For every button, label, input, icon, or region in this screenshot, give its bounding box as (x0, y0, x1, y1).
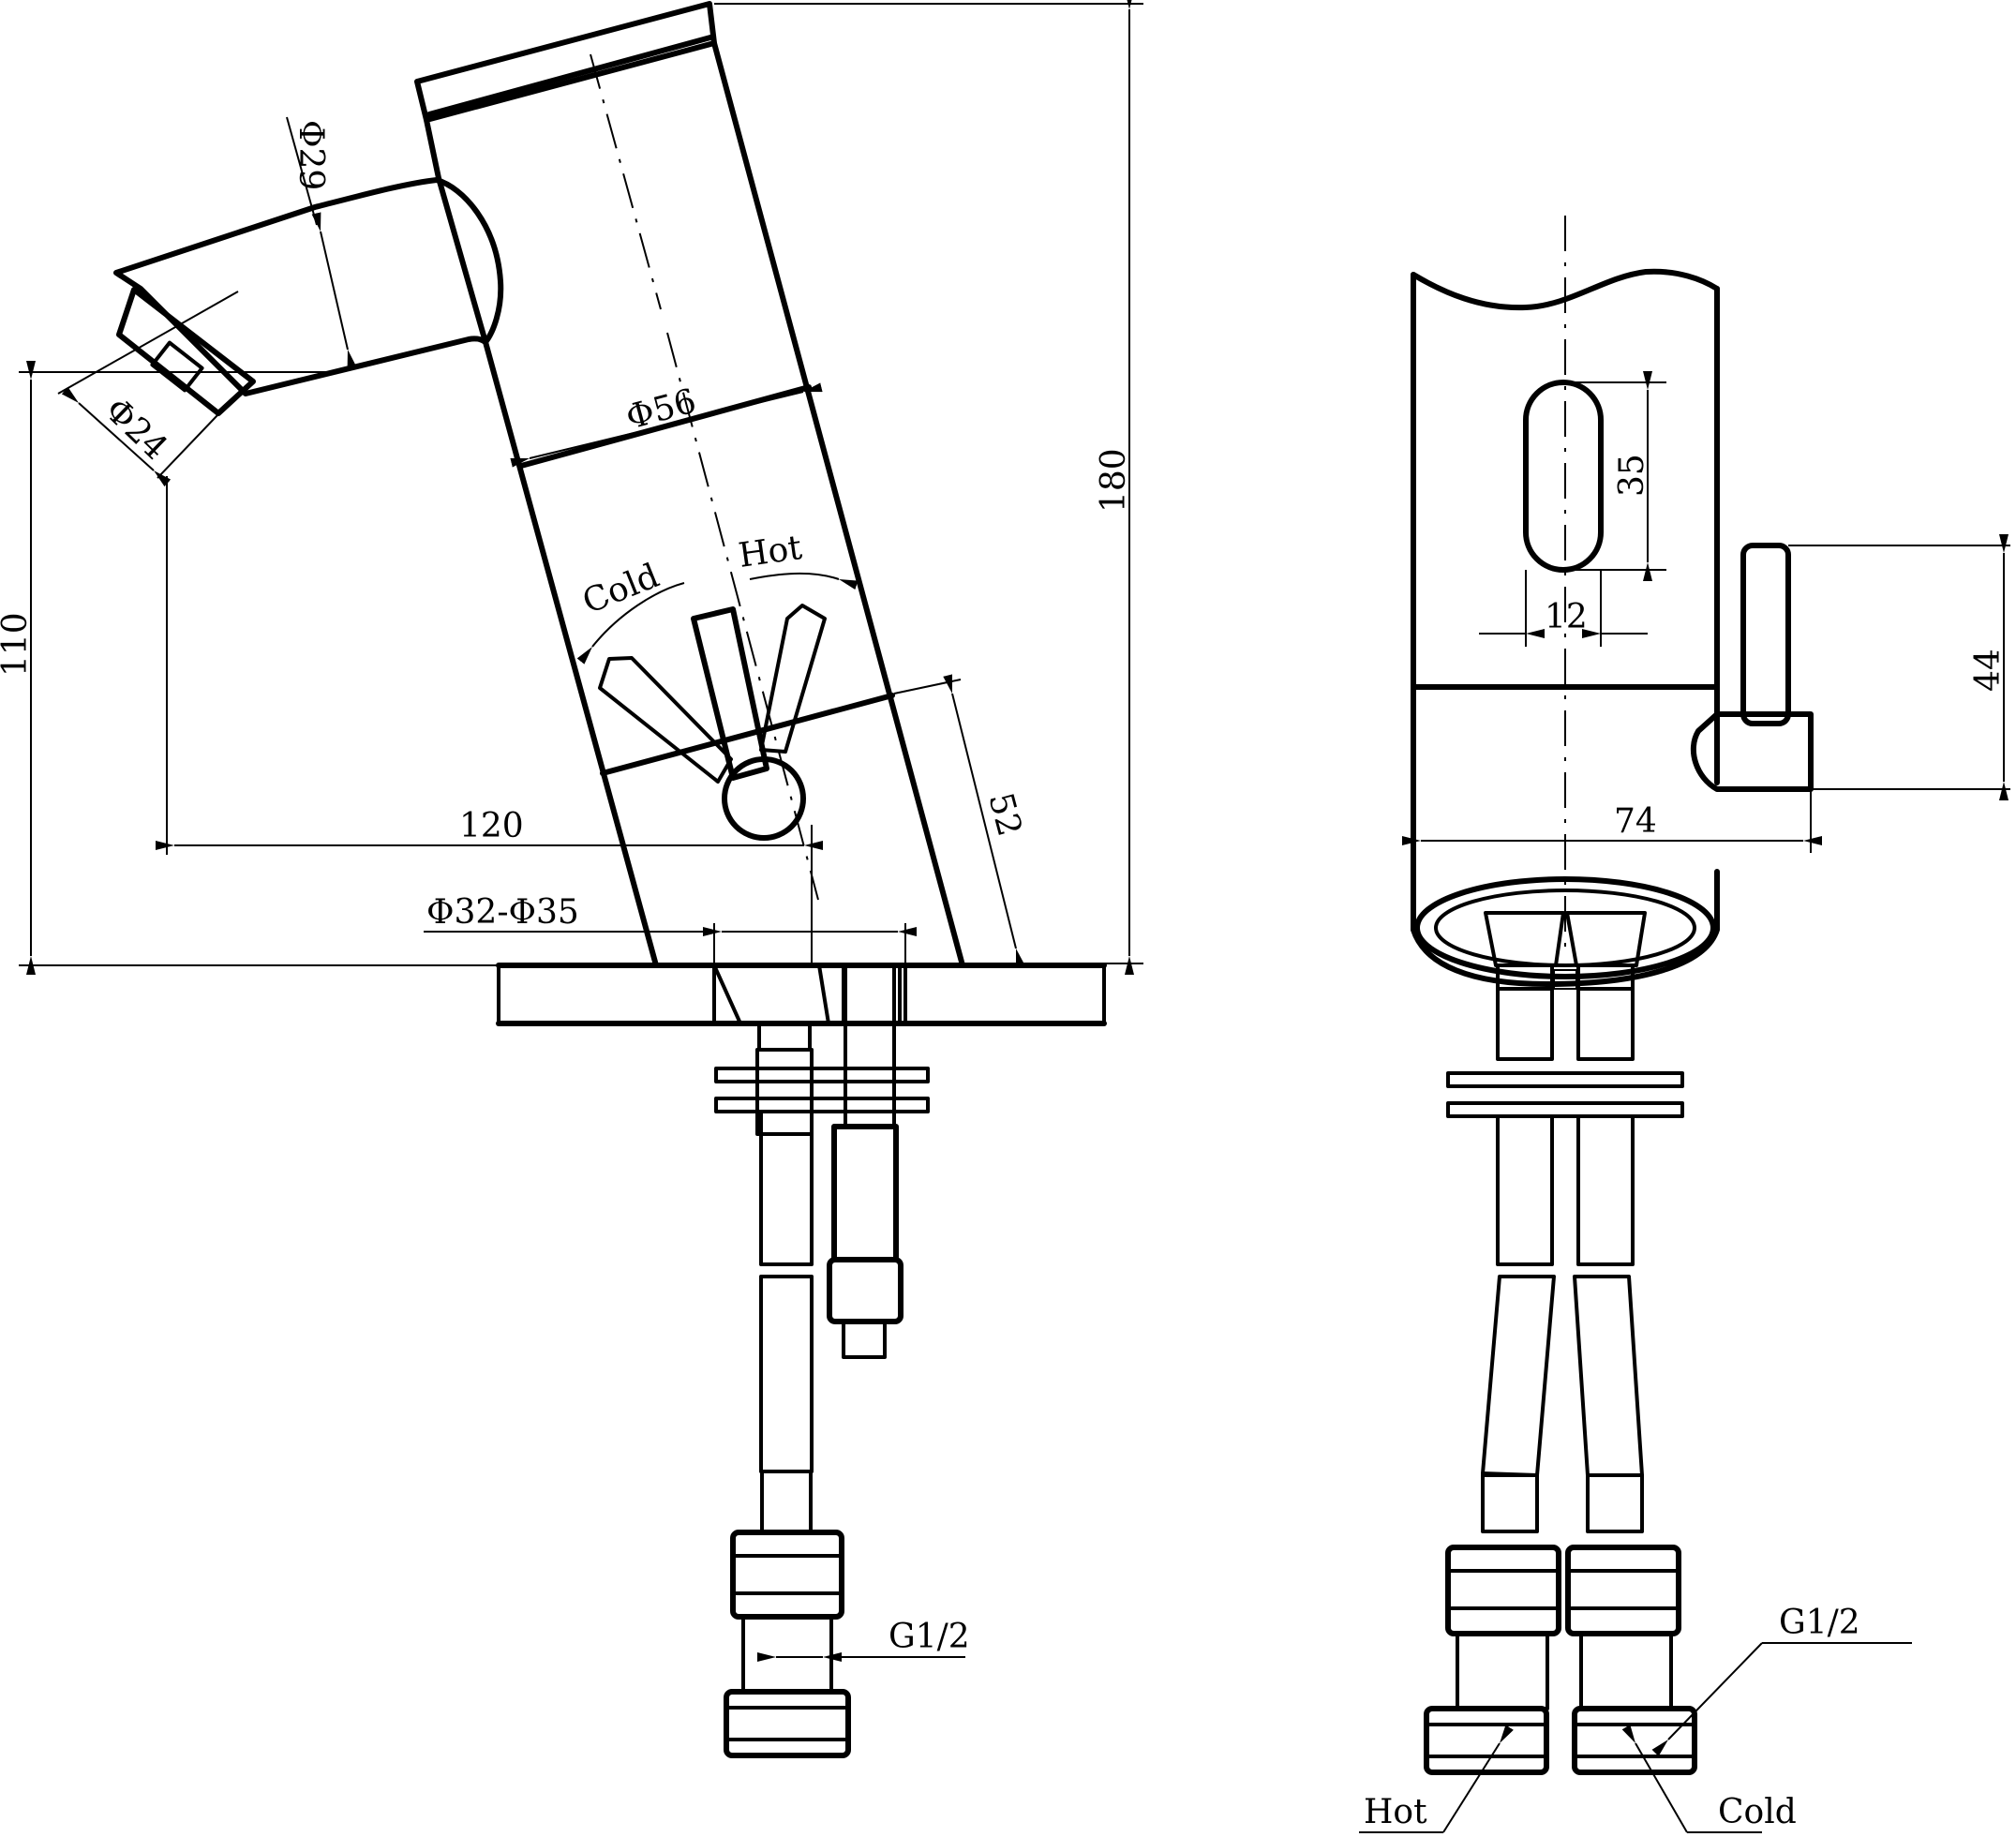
front-view: 35 12 44 74 G1/2 Hot Cold (1359, 216, 2010, 1833)
front-body (1411, 268, 1814, 987)
side-dimensions (19, 0, 1143, 1662)
label-phi29: Φ29 (291, 120, 330, 190)
label-phi24: Φ24 (97, 391, 175, 468)
label-120: 120 (459, 807, 524, 845)
label-g12-side: G1/2 (889, 1618, 970, 1656)
countertop (496, 963, 1107, 1026)
label-180: 180 (1095, 448, 1133, 513)
side-view: Φ29 Φ24 Φ56 180 110 120 52 Φ32-Φ35 Cold … (0, 0, 1143, 1758)
label-phi32-phi35: Φ32-Φ35 (426, 893, 579, 932)
label-74: 74 (1614, 802, 1657, 841)
front-dimensions (1359, 371, 2010, 1833)
label-hot-side: Hot (737, 529, 805, 575)
label-12: 12 (1545, 598, 1588, 636)
lever-handle (576, 572, 859, 841)
spout (113, 177, 504, 416)
label-phi56: Φ56 (622, 382, 700, 438)
supply-hoses-front (1424, 911, 1697, 1775)
label-g12-front: G1/2 (1779, 1604, 1860, 1642)
label-cold-front: Cold (1718, 1793, 1797, 1831)
label-44: 44 (1969, 649, 2008, 692)
label-hot-front: Hot (1364, 1793, 1427, 1831)
label-cold-side: Cold (577, 557, 665, 621)
label-35: 35 (1613, 454, 1651, 497)
label-110: 110 (0, 612, 35, 677)
